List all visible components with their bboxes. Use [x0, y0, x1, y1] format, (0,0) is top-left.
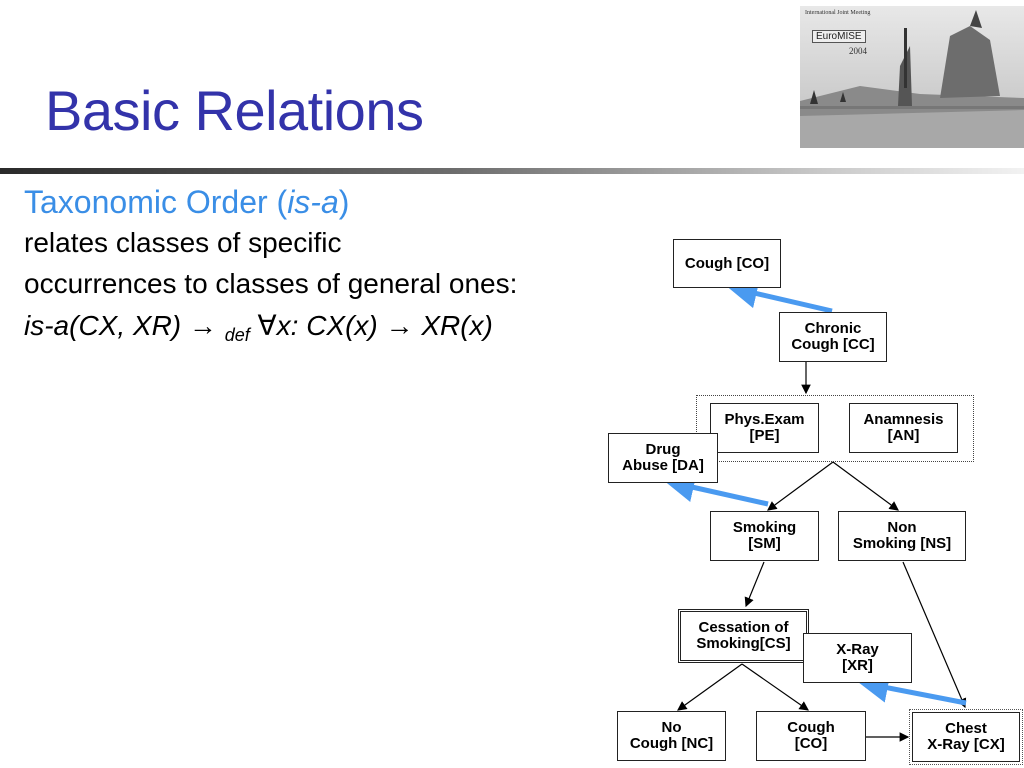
isa-arrow-cc-to-co — [727, 278, 833, 314]
edge-group-to-smoking — [767, 461, 834, 511]
isa-arrow-cx-to-xr — [858, 673, 967, 706]
node-phys-exam: Phys.Exam [PE] — [710, 403, 819, 453]
logo-name: EuroMISE — [812, 30, 866, 43]
body-line-2: occurrences to classes of general ones: — [24, 268, 518, 299]
node-cessation: Cessation of Smoking[CS] — [678, 609, 809, 663]
exam-group-box — [696, 395, 974, 462]
subheading-close: ) — [338, 184, 350, 220]
edge-cessation-to-nocough — [677, 663, 743, 711]
formula-part-1: is-a(CX, XR) → — [24, 310, 225, 341]
node-chest-xray: Chest X-Ray [CX] — [909, 709, 1023, 765]
subheading-isa: is-a — [287, 184, 339, 220]
subheading: Taxonomic Order (is-a) — [24, 182, 644, 222]
formula-part-2: ∀x: CX(x) → XR(x) — [249, 310, 493, 341]
body-line-1: relates classes of specific — [24, 227, 342, 258]
node-no-cough: No Cough [NC] — [617, 711, 726, 761]
slide-title: Basic Relations — [45, 79, 424, 142]
edge-cessation-to-cough — [741, 663, 809, 711]
node-cough-co-top: Cough [CO] — [673, 239, 781, 288]
slide-body: Taxonomic Order (is-a) relates classes o… — [24, 182, 644, 357]
node-anamnesis: Anamnesis [AN] — [849, 403, 958, 453]
isa-formula: is-a(CX, XR) → def ∀x: CX(x) → XR(x) — [24, 304, 644, 357]
edge-group-to-nonsmoking — [832, 461, 899, 511]
node-xray: X-Ray [XR] — [803, 633, 912, 683]
logo-year: 2004 — [849, 46, 867, 56]
node-drug-abuse: Drug Abuse [DA] — [608, 433, 718, 483]
edge-nonsmoking-to-chest — [902, 561, 967, 709]
logo-text: International Joint Meeting EuroMISE 200… — [803, 6, 875, 66]
logo-meeting-text: International Joint Meeting — [805, 10, 871, 16]
conference-logo-photo — [800, 6, 1024, 148]
isa-arrow-sm-to-da — [664, 472, 769, 507]
title-divider — [0, 168, 1024, 174]
node-chronic-cough: Chronic Cough [CC] — [779, 312, 887, 362]
node-cough-co-bottom: Cough [CO] — [756, 711, 866, 761]
node-smoking: Smoking [SM] — [710, 511, 819, 561]
node-non-smoking: Non Smoking [NS] — [838, 511, 966, 561]
formula-def-subscript: def — [224, 325, 250, 345]
edge-smoking-to-cessation — [744, 561, 765, 608]
subheading-text: Taxonomic Order ( — [24, 184, 288, 220]
